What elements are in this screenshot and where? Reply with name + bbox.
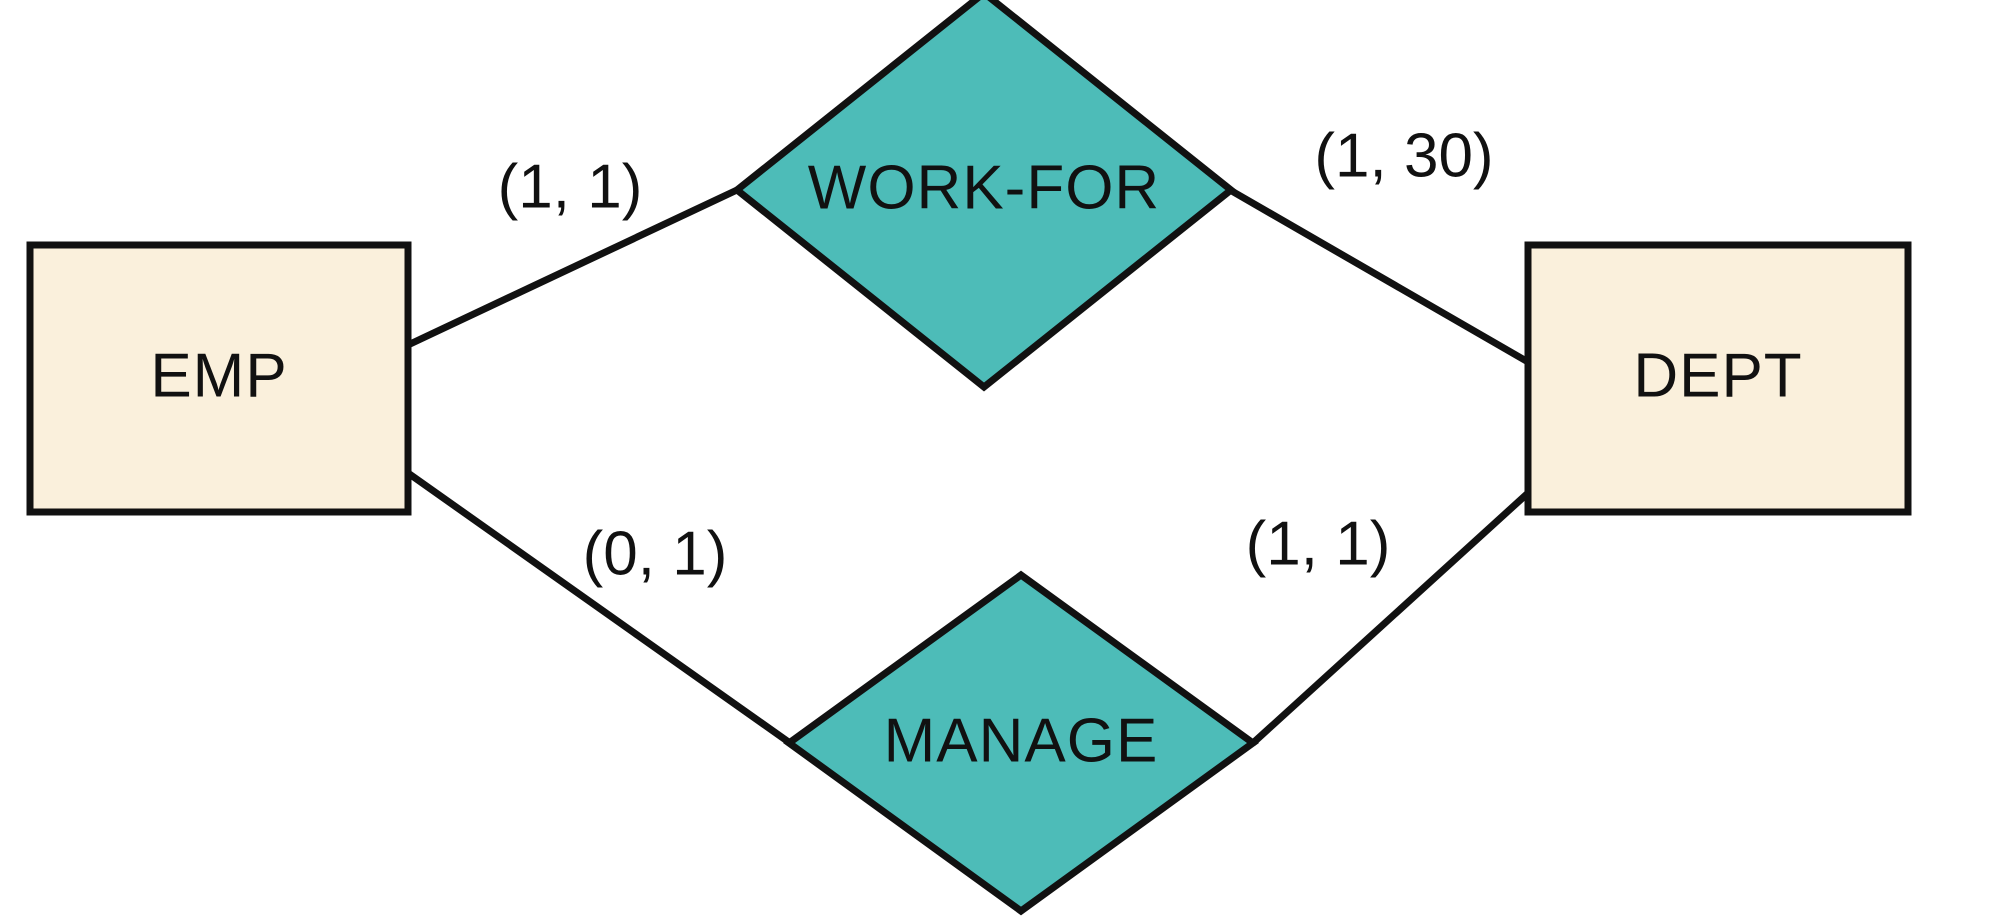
entity-emp[interactable]: EMP — [26, 241, 412, 516]
entity-emp-box[interactable] — [26, 241, 412, 516]
relationship-manage[interactable]: MANAGE — [783, 570, 1259, 916]
relationship-work-for[interactable]: WORK-FOR — [731, 0, 1237, 392]
edge-manage-dept — [1250, 490, 1531, 746]
entity-emp-label: EMP — [150, 341, 287, 410]
relationship-manage-label: MANAGE — [884, 706, 1159, 775]
cardinality-manage-dept: (1, 1) — [1246, 509, 1391, 578]
entity-dept-label: DEPT — [1633, 341, 1802, 410]
edge-workfor-dept — [1228, 186, 1530, 366]
cardinality-workfor-dept: (1, 30) — [1314, 121, 1493, 190]
entity-dept[interactable]: DEPT — [1524, 241, 1912, 516]
relationship-work-for-label: WORK-FOR — [808, 153, 1160, 222]
relationship-work-for-diamond[interactable] — [731, 0, 1237, 392]
edge-emp-workfor — [406, 186, 739, 349]
cardinality-emp-manage: (0, 1) — [583, 519, 728, 588]
cardinality-emp-workfor: (1, 1) — [498, 152, 643, 221]
entity-dept-box[interactable] — [1524, 241, 1912, 516]
edge-emp-manage — [405, 470, 793, 746]
relationship-manage-diamond[interactable] — [783, 570, 1259, 916]
